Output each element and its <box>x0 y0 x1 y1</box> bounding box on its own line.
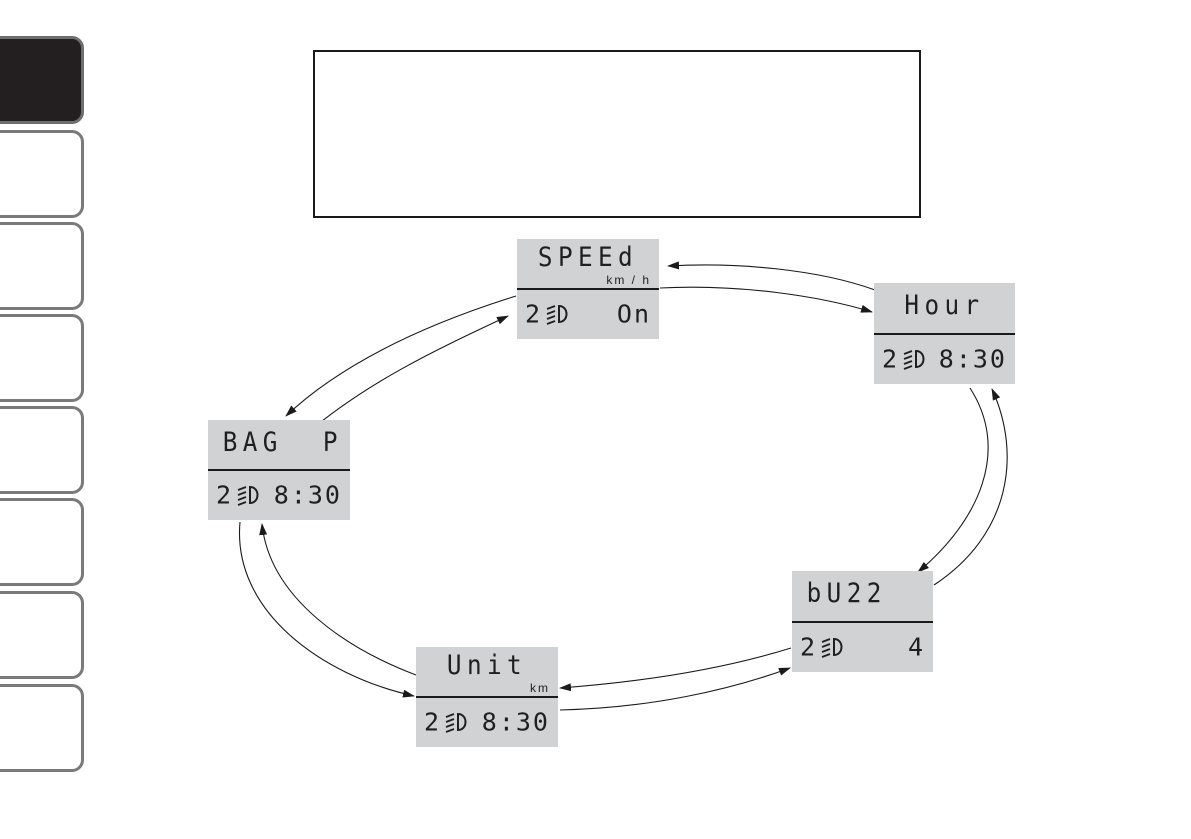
screen-unit-setting: Unit km 2 8:30 <box>416 647 558 747</box>
arrow-bag-to-unit <box>238 521 415 698</box>
headlight-beam-icon <box>237 485 259 506</box>
screen-title: BAG P <box>222 427 343 458</box>
screen-value: 8:30 <box>938 344 1007 374</box>
screen-bag: BAG P 2 8:30 <box>208 420 350 520</box>
screen-divider <box>208 469 350 471</box>
side-tab-4[interactable] <box>0 314 84 402</box>
screen-bag-top: BAG P <box>208 420 350 470</box>
headlight-beam-icon <box>903 349 925 370</box>
arrow-speed-to-hour <box>659 286 873 313</box>
screen-value: On <box>616 299 651 329</box>
arrow-unit-to-buzz <box>559 667 791 711</box>
screen-buzz-bottom: 2 4 <box>792 622 933 673</box>
screen-title: Hour <box>904 290 985 321</box>
headlight-beam-icon <box>821 637 843 658</box>
screen-buzz-top: bU22 <box>792 571 933 622</box>
screen-bag-bottom: 2 8:30 <box>208 470 350 520</box>
screen-unit-top: Unit km <box>416 647 558 697</box>
beam-level: 2 <box>424 707 440 737</box>
side-tab-7[interactable] <box>0 591 84 679</box>
screen-speed: SPEEd km / h 2 On <box>517 239 659 339</box>
screen-speed-bottom: 2 On <box>517 289 659 339</box>
side-tab-2[interactable] <box>0 130 84 218</box>
screen-hour: Hour 2 8:30 <box>874 283 1015 384</box>
arrow-bag-to-speed <box>305 315 509 435</box>
side-tab-5[interactable] <box>0 406 84 494</box>
side-tab-3[interactable] <box>0 222 84 310</box>
screen-value: 8:30 <box>481 707 550 737</box>
screen-speed-top: SPEEd km / h <box>517 239 659 289</box>
arrow-hour-to-speed <box>667 261 876 291</box>
screen-unit-bottom: 2 8:30 <box>416 697 558 747</box>
screen-divider <box>792 620 933 623</box>
screen-value: 8:30 <box>273 480 342 510</box>
screen-title: Unit <box>446 650 528 681</box>
screen-value: 4 <box>907 632 925 662</box>
headlight-beam-icon <box>445 712 467 733</box>
arrow-buzz-to-unit <box>559 647 792 692</box>
screen-divider <box>517 288 659 290</box>
screen-unit: km / h <box>606 273 651 287</box>
beam-level: 2 <box>882 344 898 374</box>
arrow-speed-to-bag <box>285 295 517 417</box>
screen-hour-top: Hour <box>874 283 1015 334</box>
screen-divider <box>416 696 558 698</box>
screen-unit: km <box>530 681 550 695</box>
beam-level: 2 <box>525 299 541 329</box>
arrow-buzz-to-hour <box>933 388 1008 586</box>
screen-hour-bottom: 2 8:30 <box>874 334 1015 385</box>
arrow-unit-to-bag <box>259 523 417 676</box>
screen-divider <box>874 332 1015 335</box>
screen-title: SPEEd <box>537 242 639 273</box>
screen-buzz: bU22 2 4 <box>792 571 933 672</box>
headlight-beam-icon <box>546 304 568 325</box>
side-tab-1[interactable] <box>0 36 84 124</box>
side-tab-6[interactable] <box>0 498 84 586</box>
empty-frame <box>313 50 921 218</box>
beam-level: 2 <box>800 632 816 662</box>
side-tab-8[interactable] <box>0 684 84 772</box>
screen-title: bU22 <box>806 578 887 609</box>
beam-level: 2 <box>216 480 232 510</box>
arrow-hour-to-buzz <box>917 387 989 573</box>
